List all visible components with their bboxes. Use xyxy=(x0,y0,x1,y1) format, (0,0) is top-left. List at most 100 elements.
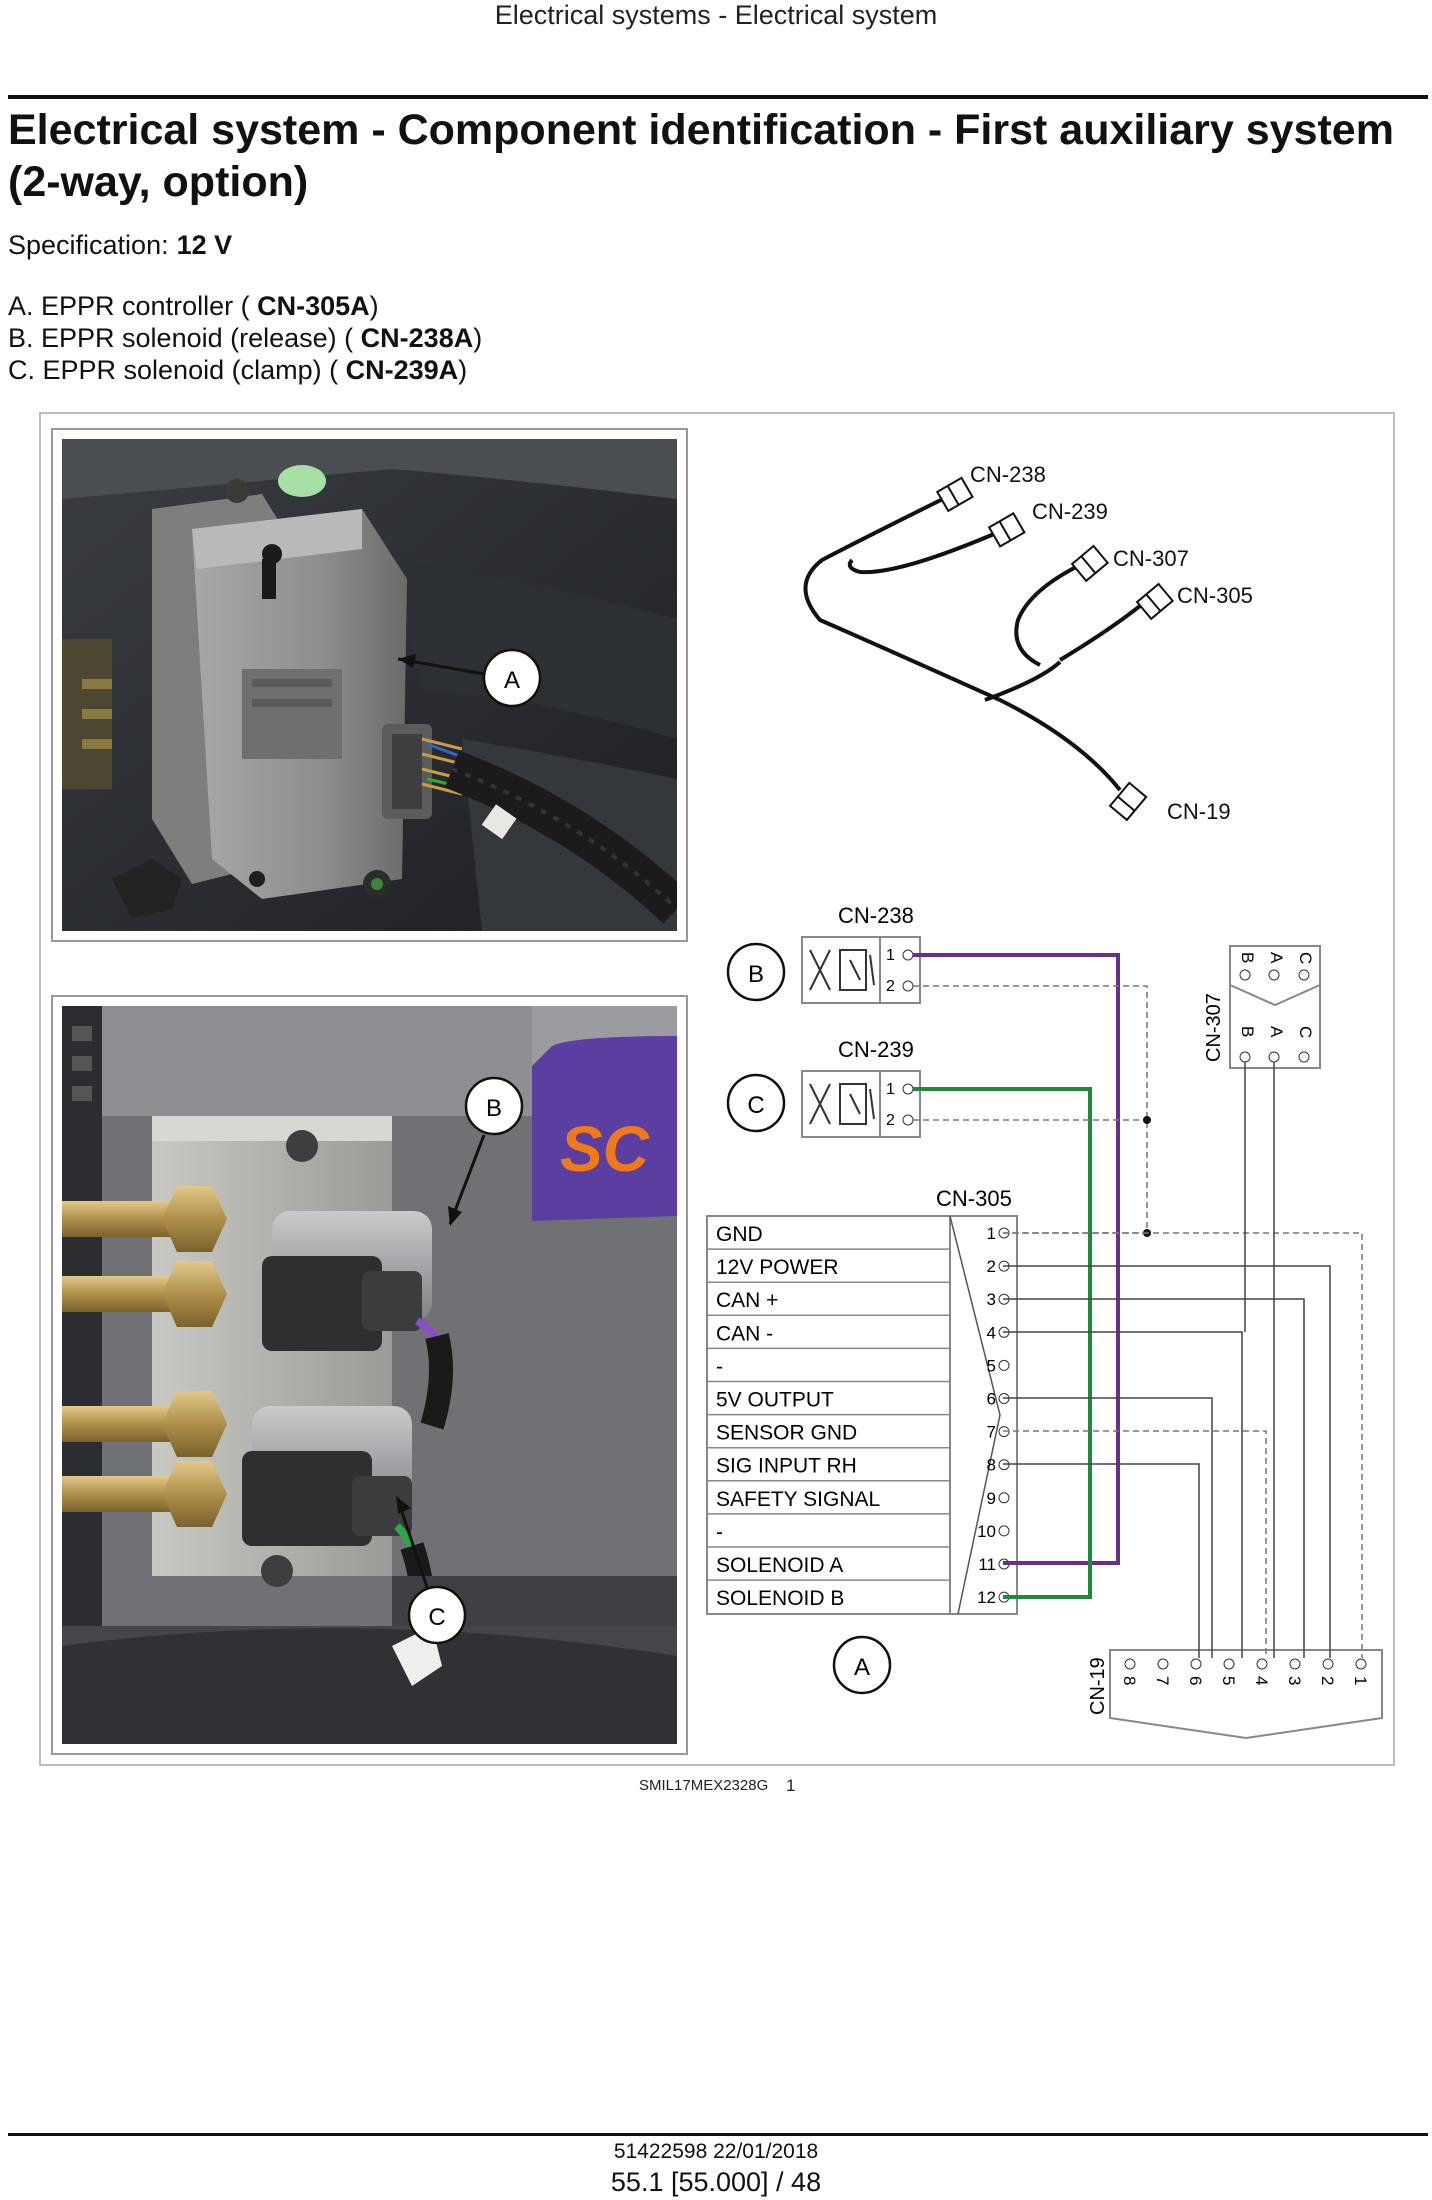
brand-text: SC xyxy=(560,1113,650,1185)
cn305-pin-label: CAN + xyxy=(716,1289,778,1312)
specification-label: Specification: xyxy=(8,230,169,260)
photo-controller-image xyxy=(62,439,677,931)
pin-label: B xyxy=(1238,1026,1257,1037)
list-item: B. EPPR solenoid (release) ( CN-238A) xyxy=(8,322,482,354)
list-item: A. EPPR controller ( CN-305A) xyxy=(8,290,482,322)
callout-c-photo: C xyxy=(396,1496,467,1645)
cn19-pin-terminal xyxy=(1124,1658,1136,1670)
page-title: Electrical system - Component identifica… xyxy=(8,106,1394,206)
photo-controller xyxy=(51,428,688,942)
pin-label: B xyxy=(1238,952,1257,963)
callout-b-label: B xyxy=(486,1095,502,1122)
component-suffix: ) xyxy=(473,323,483,353)
harness-connector-cn239 xyxy=(987,511,1026,548)
cn305-pin-number: 12 xyxy=(977,1588,996,1607)
cn19-pin-terminal xyxy=(1223,1658,1235,1670)
component-list: A. EPPR controller ( CN-305A) B. EPPR so… xyxy=(8,290,482,386)
schematic-label-cn239: CN-239 xyxy=(838,1037,914,1062)
solenoid-symbol xyxy=(809,949,875,991)
cn305-pin-number: 7 xyxy=(987,1423,996,1442)
footer-rule xyxy=(8,2133,1428,2136)
cn19-pin-terminal xyxy=(1355,1658,1367,1670)
footer-doc-id: 51422598 22/01/2018 xyxy=(613,2140,819,2163)
pin-label: C xyxy=(1296,1026,1315,1038)
component-code: CN-305A xyxy=(257,291,370,321)
schematic-cn307: CN-307 B A C B A C xyxy=(1203,945,1321,1069)
cn305-pin-number: 10 xyxy=(977,1522,996,1541)
footer-page-number: 55.1 [55.000] / 48 xyxy=(610,2167,822,2197)
schematic-wires xyxy=(913,953,1363,1658)
wire-purple xyxy=(913,953,1120,1565)
list-item: C. EPPR solenoid (clamp) ( CN-239A) xyxy=(8,354,482,386)
hydraulic-fittings xyxy=(62,1186,227,1527)
schematic-label-cn238: CN-238 xyxy=(838,903,914,928)
callout-a-label: A xyxy=(504,667,520,694)
solenoid-release xyxy=(262,1211,453,1430)
component-suffix: ) xyxy=(369,291,379,321)
cn19-pin-terminal xyxy=(1190,1658,1202,1670)
cn305-pin-number: 2 xyxy=(987,1257,996,1276)
cn19-pin-number: 8 xyxy=(1120,1676,1139,1685)
pin-label: A xyxy=(1267,1026,1286,1038)
cn305-pin-label: - xyxy=(716,1521,723,1544)
pin-label: C xyxy=(1296,952,1315,964)
cn305-pin-number: 5 xyxy=(987,1356,996,1375)
photo-solenoids-image: SC xyxy=(62,1006,677,1744)
harness-connector-cn307 xyxy=(1070,544,1110,583)
schematic-callout-b: B xyxy=(748,961,764,988)
cn305-pin-number: 11 xyxy=(978,1555,996,1574)
harness-label-cn307: CN-307 xyxy=(1113,546,1189,571)
pin-label: 1 xyxy=(886,1081,895,1098)
cn305-pin-number: 6 xyxy=(987,1390,996,1409)
harness-label-cn239: CN-239 xyxy=(1032,499,1108,524)
pin-label: 1 xyxy=(886,947,895,964)
cn305-pin-terminal xyxy=(998,1492,1010,1504)
schematic-solenoid-c: C CN-239 1 2 xyxy=(726,1037,921,1138)
cn19-pin-number: 1 xyxy=(1351,1676,1370,1685)
cn305-pin-number: 4 xyxy=(987,1323,996,1342)
callout-a-photo: A xyxy=(397,648,542,708)
schematic-callout-c: C xyxy=(747,1092,764,1119)
component-suffix: ) xyxy=(458,355,468,385)
harness-connector-cn238 xyxy=(935,476,974,513)
cn305-pin-label: 5V OUTPUT xyxy=(716,1389,834,1412)
cn19-pin-terminal xyxy=(1256,1658,1268,1670)
figure-caption: SMIL17MEX2328G xyxy=(639,1777,769,1794)
schematic-label-cn19: CN-19 xyxy=(1087,1657,1109,1715)
cn19-pin-number: 4 xyxy=(1252,1676,1271,1685)
photo-solenoids: SC xyxy=(51,995,688,1755)
figure-frame xyxy=(39,412,1395,1766)
cn305-pin-number: 1 xyxy=(987,1224,996,1243)
cn305-pin-number: 3 xyxy=(987,1290,996,1309)
specification: Specification:12 V xyxy=(8,230,232,261)
pin-label: A xyxy=(1267,952,1286,964)
cn19-pin-number: 5 xyxy=(1219,1676,1238,1685)
solenoid-symbol xyxy=(809,1083,875,1125)
pin-label: 2 xyxy=(886,1112,895,1129)
cn19-pin-number: 3 xyxy=(1285,1676,1304,1685)
header-rule xyxy=(8,95,1428,99)
cn305-pin-label: SOLENOID A xyxy=(716,1554,843,1577)
harness-branch-cn305 xyxy=(1058,600,1147,662)
cn305-pin-terminal xyxy=(998,1525,1010,1537)
schematic-callout-a-label: A xyxy=(854,1654,870,1681)
cn305-pin-number: 9 xyxy=(987,1489,996,1508)
schematic-label-cn305: CN-305 xyxy=(936,1186,1012,1211)
pin-label: 2 xyxy=(886,978,895,995)
cn305-pin-label: - xyxy=(716,1355,723,1378)
schematic-callout-a: A xyxy=(832,1635,892,1695)
cn305-pin-label: SIG INPUT RH xyxy=(716,1455,857,1478)
cn305-pin-label: SAFETY SIGNAL xyxy=(716,1488,880,1511)
component-desc: B. EPPR solenoid (release) ( xyxy=(8,323,354,353)
cn305-pin-label: SOLENOID B xyxy=(716,1587,844,1610)
cn19-pin-terminal xyxy=(1157,1658,1169,1670)
schematic-label-cn307: CN-307 xyxy=(1203,993,1225,1062)
cn305-pin-number: 8 xyxy=(987,1456,996,1475)
harness-connector-cn19 xyxy=(1108,781,1148,822)
specification-value: 12 V xyxy=(176,230,233,260)
cn305-pin-label: CAN - xyxy=(716,1322,773,1345)
cn305-pin-label: 12V POWER xyxy=(716,1256,839,1279)
